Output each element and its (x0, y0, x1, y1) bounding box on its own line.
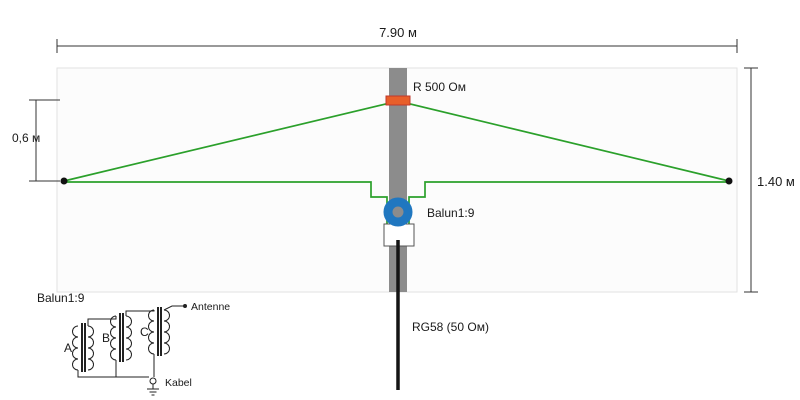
balun-schematic: Balun1:9 A B C Antenne Kabel (37, 291, 230, 396)
transformer-a-left-winding (72, 325, 79, 371)
top-dimension-label: 7.90 м (379, 25, 417, 40)
transformer-c-right-winding (163, 309, 170, 355)
right-dimension: 1.40 м (744, 67, 795, 293)
right-dimension-label: 1.40 м (757, 174, 795, 189)
transformer-b-right-winding (125, 315, 132, 361)
left-dimension-label: 0,6 м (12, 131, 40, 145)
left-dimension: 0,6 м (12, 99, 60, 182)
transformer-c-left-winding (148, 309, 155, 355)
wire-end-right-dot (725, 177, 733, 185)
winding-b-label: B (102, 331, 110, 345)
schematic-wire-a-b (87, 316, 117, 326)
top-dimension: 7.90 м (56, 25, 738, 53)
transformer-b-left-winding (110, 315, 117, 361)
balun-label: Balun1:9 (427, 206, 475, 220)
wire-end-left-dot (60, 177, 68, 185)
antenna-terminal-label: Antenne (191, 301, 230, 313)
resistor-label: R 500 Ом (413, 80, 466, 94)
schematic-title: Balun1:9 (37, 291, 85, 305)
winding-a-label: A (64, 341, 72, 355)
terminating-resistor (385, 95, 411, 106)
schematic-wire-b-c (125, 310, 155, 316)
antenna-terminal-dot (183, 304, 187, 308)
coax-connector-symbol (149, 377, 157, 385)
transformer-a-right-winding (87, 325, 94, 371)
cable-terminal-label: Kabel (165, 377, 192, 389)
winding-c-label: C (140, 325, 149, 339)
cable-label: RG58 (50 Ом) (412, 320, 489, 334)
schematic-wire-antenna (163, 305, 184, 311)
balun-torus (383, 197, 413, 227)
schematic-bottom-bus (77, 370, 149, 378)
